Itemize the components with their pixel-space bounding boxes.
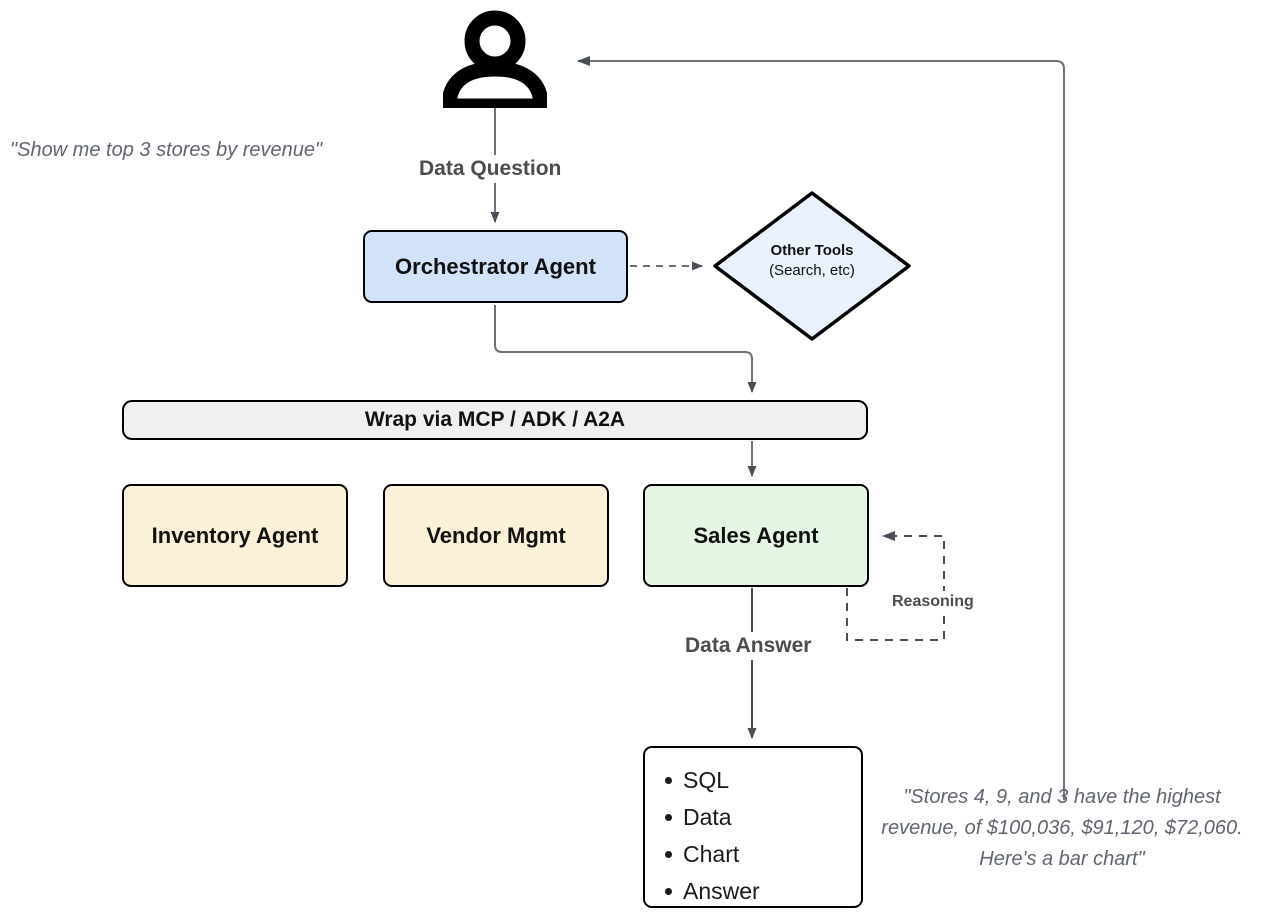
user-question-quote: "Show me top 3 stores by revenue": [10, 139, 323, 161]
other-tools-title: Other Tools: [770, 242, 854, 259]
user-icon: [443, 10, 547, 108]
output-item-label: Data: [683, 804, 732, 830]
answer-quote: "Stores 4, 9, and 3 have the highest rev…: [881, 786, 1243, 870]
orchestrator-agent-node[interactable]: Orchestrator Agent: [363, 230, 628, 303]
vendor-mgmt-node[interactable]: Vendor Mgmt: [383, 484, 609, 587]
mcp-wrapper-bar[interactable]: Wrap via MCP / ADK / A2A: [122, 400, 868, 440]
other-tools-subtitle: (Search, etc): [769, 262, 855, 280]
bullet-icon: [665, 814, 672, 821]
edge-label-data-question: Data Question: [413, 155, 568, 183]
edge-label-reasoning: Reasoning: [886, 591, 980, 613]
output-item-label: Chart: [683, 841, 740, 867]
output-item-label: Answer: [683, 878, 760, 904]
list-item: Answer: [665, 875, 861, 908]
output-artifacts-box[interactable]: SQL Data Chart Answer: [643, 746, 863, 908]
bullet-icon: [665, 851, 672, 858]
list-item: Chart: [665, 838, 861, 871]
other-tools-node[interactable]: Other Tools (Search, etc): [713, 191, 911, 341]
list-item: SQL: [665, 764, 861, 797]
bullet-icon: [665, 888, 672, 895]
edge-label-data-answer: Data Answer: [679, 632, 818, 660]
inventory-agent-node[interactable]: Inventory Agent: [122, 484, 348, 587]
output-item-label: SQL: [683, 767, 730, 793]
bullet-icon: [665, 777, 672, 784]
list-item: Data: [665, 801, 861, 834]
sales-agent-node[interactable]: Sales Agent: [643, 484, 869, 587]
other-tools-label: Other Tools (Search, etc): [713, 241, 911, 282]
